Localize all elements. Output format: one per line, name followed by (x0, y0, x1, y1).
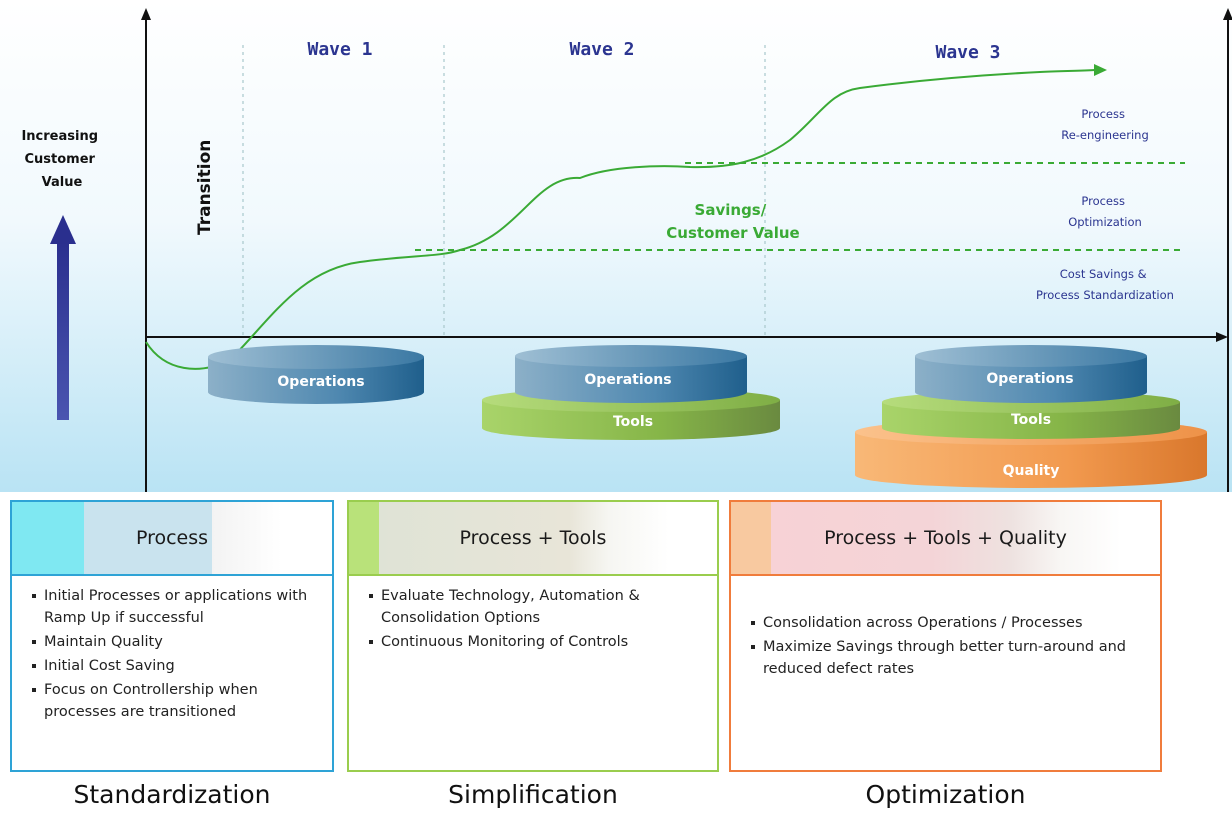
panel-process-item: Initial Cost Saving (32, 655, 322, 677)
level-label-standardization: Cost Savings & Process Standardization (1036, 267, 1174, 302)
level-label-optimization-line-1: Process (1081, 194, 1125, 208)
panel-process-title: Process (135, 527, 209, 549)
bullet-icon (369, 594, 373, 598)
panel-process-tools-item-text: Evaluate Technology, Automation & Consol… (381, 588, 640, 626)
wave3-operations-disc-top (915, 345, 1147, 367)
wave2-tools-label: Tools (613, 414, 653, 430)
y-axis-label-line-1: Increasing (21, 129, 98, 144)
panel-process-tools-quality-header: Process + Tools + Quality (731, 502, 1160, 576)
y-axis-label: Increasing Customer Value (21, 129, 102, 190)
panel-process-item-text: Initial Processes or applications with R… (44, 588, 308, 626)
panel-process-item: Focus on Controllership when processes a… (32, 679, 322, 723)
level-label-optimization-line-2: Optimization (1068, 215, 1142, 229)
wave-3-heading: Wave 3 (935, 42, 1000, 63)
wave3-operations-label: Operations (986, 371, 1073, 387)
curve-label-line-1: Savings/ (695, 201, 767, 219)
panel-process-item-text: Initial Cost Saving (44, 658, 175, 674)
y-axis-label-line-3: Value (42, 175, 83, 190)
bullet-icon (32, 640, 36, 644)
panel-process-tools-quality-item-text: Consolidation across Operations / Proces… (763, 615, 1083, 631)
stage-label-standardization: Standardization (73, 780, 271, 809)
panel-process-tools-quality-item: Consolidation across Operations / Proces… (751, 612, 1150, 634)
wave-2-heading: Wave 2 (569, 39, 634, 60)
panel-process-tools-item: Evaluate Technology, Automation & Consol… (369, 585, 707, 629)
stage-label-simplification: Simplification (448, 780, 618, 809)
panel-process-item: Initial Processes or applications with R… (32, 585, 322, 629)
wave3-operations-disc (915, 356, 1147, 403)
x-axis-arrowhead (1216, 332, 1228, 342)
y-axis-label-line-2: Customer (25, 152, 96, 167)
wave1-operations-disc (208, 357, 424, 404)
panel-process-tools-quality-item-text: Maximize Savings through better turn-aro… (763, 639, 1127, 677)
bullet-icon (751, 621, 755, 625)
panel-process-list: Initial Processes or applications with R… (12, 585, 332, 725)
panel-process-tools-header: Process + Tools (349, 502, 717, 576)
panel-process-tools-quality-title: Process + Tools + Quality (824, 527, 1067, 549)
value-arrow-head (50, 215, 76, 244)
bullet-icon (32, 688, 36, 692)
panel-process-header: Process (12, 502, 332, 576)
right-axis-arrowhead (1223, 8, 1232, 20)
level-label-standardization-line-2: Process Standardization (1036, 288, 1174, 302)
level-label-reengineering: Process Re-engineering (1061, 107, 1149, 142)
y-axis-arrowhead (141, 8, 151, 20)
wave2-stack (482, 345, 780, 440)
bullet-icon (32, 594, 36, 598)
wave2-operations-label: Operations (584, 372, 671, 388)
wave3-tools-label: Tools (1011, 412, 1051, 428)
diagram-canvas: Increasing Customer Value Transition Wav… (0, 0, 1232, 492)
panel-process-item: Maintain Quality (32, 631, 322, 653)
panel-process-tools-quality-list: Consolidation across Operations / Proces… (731, 612, 1160, 682)
panel-process-tools-item: Continuous Monitoring of Controls (369, 631, 707, 653)
panel-process-tools-list: Evaluate Technology, Automation & Consol… (349, 585, 717, 655)
wave3-quality-disc (855, 432, 1207, 488)
bullet-icon (369, 640, 373, 644)
wave2-operations-disc (515, 356, 747, 403)
level-label-reengineering-line-2: Re-engineering (1061, 128, 1149, 142)
level-label-optimization: Process Optimization (1068, 194, 1142, 229)
curve-label-line-2: Customer Value (666, 224, 799, 242)
wave1-operations-label: Operations (277, 374, 364, 390)
panel-process-tools-quality: Process + Tools + Quality Consolidation … (729, 500, 1162, 772)
value-arrow-shaft (57, 240, 69, 420)
panel-process-item-text: Focus on Controllership when processes a… (44, 682, 258, 720)
value-curve-arrowhead (1094, 64, 1107, 76)
wave-1-heading: Wave 1 (307, 39, 372, 60)
wave1-operations-disc-top (208, 345, 424, 369)
wave1-stack (208, 345, 424, 404)
bullet-icon (751, 645, 755, 649)
wave3-stack (855, 345, 1207, 488)
level-label-reengineering-line-1: Process (1081, 107, 1125, 121)
stage-label-optimization: Optimization (865, 780, 1026, 809)
value-curve (145, 69, 1096, 370)
panel-process: Process Initial Processes or application… (10, 500, 334, 772)
panel-process-item-text: Maintain Quality (44, 634, 163, 650)
panel-process-tools: Process + Tools Evaluate Technology, Aut… (347, 500, 719, 772)
panel-process-tools-title: Process + Tools (459, 527, 607, 549)
curve-label: Savings/ Customer Value (666, 201, 799, 242)
wave3-quality-label: Quality (1003, 463, 1060, 479)
level-label-standardization-line-1: Cost Savings & (1060, 267, 1147, 281)
panel-process-tools-quality-item: Maximize Savings through better turn-aro… (751, 636, 1150, 680)
wave2-operations-disc-top (515, 345, 747, 367)
panel-process-tools-item-text: Continuous Monitoring of Controls (381, 634, 629, 650)
bullet-icon (32, 664, 36, 668)
transition-label: Transition (195, 140, 215, 235)
